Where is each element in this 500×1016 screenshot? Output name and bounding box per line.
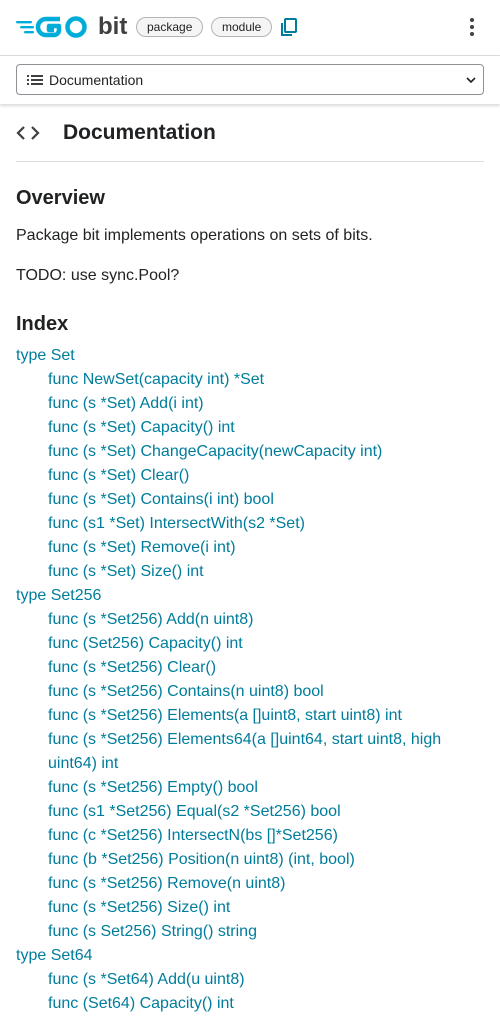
index-list: type Set func NewSet(capacity int) *Set fu… [16,344,484,1016]
overview-heading: Overview [16,187,105,209]
index-func-link[interactable]: func (s *Set256) Elements(a []uint8, sta… [48,707,402,724]
index-func-link[interactable]: func (s *Set256) Size() int [48,899,231,916]
package-name: bit [98,13,128,40]
index-func-link[interactable]: func (s Set256) String() string [48,923,257,940]
list-icon [27,75,43,85]
page-title: Documentation [63,121,216,144]
index-func-link[interactable]: func (s *Set) Contains(i int) bool [48,491,274,508]
section-select[interactable]: Documentation [16,64,484,95]
site-header: bit package module [0,0,500,56]
index-func-link[interactable]: func (s *Set64) Add(u uint8) [48,971,245,988]
index-func-link[interactable]: func (s *Set) Clear() [48,467,190,484]
todo-text: TODO: use sync.Pool? [16,267,180,284]
index-func-link[interactable]: func (s *Set256) Empty() bool [48,779,258,796]
index-type-link[interactable]: type Set64 [16,947,93,964]
chevron-down-icon [466,77,476,84]
index-func-link[interactable]: func (s *Set256) Add(n uint8) [48,611,254,628]
index-heading: Index [16,313,69,335]
index-func-link[interactable]: func (s1 *Set) IntersectWith(s2 *Set) [48,515,305,532]
index-func-link[interactable]: func (Set64) Capacity() int [48,995,234,1012]
index-func-link[interactable]: func (s *Set256) Contains(n uint8) bool [48,683,324,700]
index-func-link[interactable]: func (s *Set) Add(i int) [48,395,204,412]
index-func-link[interactable]: func (s *Set256) Elements64(a []uint64, … [48,731,442,772]
index-func-link[interactable]: func (s *Set) Remove(i int) [48,539,236,556]
section-select-value: Documentation [49,72,144,88]
index-func-link[interactable]: func (c *Set256) IntersectN(bs []*Set256… [48,827,338,844]
kebab-menu-icon[interactable] [462,16,482,38]
copy-icon[interactable] [278,16,300,38]
index-func-link[interactable]: func (s1 *Set256) Equal(s2 *Set256) bool [48,803,341,820]
package-chip: package [136,17,204,37]
go-logo[interactable] [16,12,90,42]
index-func-link[interactable]: func (Set256) Capacity() int [48,635,243,652]
index-func-link[interactable]: func (s *Set) Size() int [48,563,204,580]
index-func-link[interactable]: func NewSet(capacity int) *Set [48,371,265,388]
index-type-link[interactable]: type Set [16,347,75,364]
index-func-link[interactable]: func (s *Set) ChangeCapacity(newCapacity… [48,443,383,460]
index-func-link[interactable]: func (s *Set256) Remove(n uint8) [48,875,286,892]
index-func-link[interactable]: func (s *Set256) Clear() [48,659,217,676]
overview-text: Package bit implements operations on set… [16,227,373,244]
module-chip: module [211,17,273,37]
code-icon [16,126,40,140]
index-func-link[interactable]: func (s *Set) Capacity() int [48,419,235,436]
index-type-link[interactable]: type Set256 [16,587,102,604]
documentation-heading-row: Documentation [16,116,484,162]
index-func-link[interactable]: func (b *Set256) Position(n uint8) (int,… [48,851,355,868]
jump-nav-bar: Documentation [0,56,500,104]
